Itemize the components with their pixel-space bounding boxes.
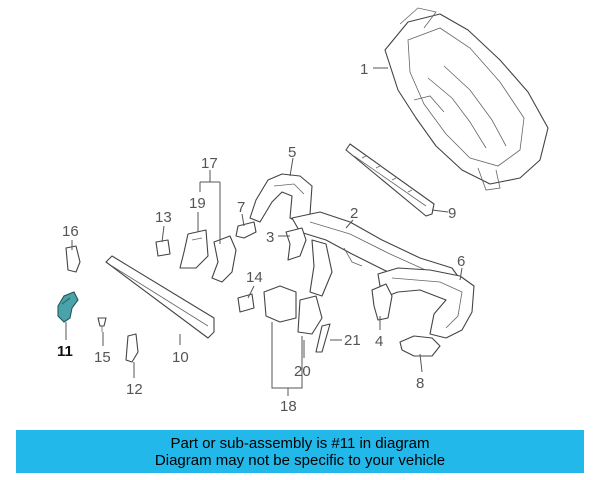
callout-6: 6 — [457, 253, 465, 270]
callout-2: 2 — [350, 205, 358, 222]
callout-16: 16 — [62, 223, 79, 240]
leader-lines — [65, 67, 463, 396]
part-16-clip — [65, 245, 81, 273]
banner-line-2: Diagram may not be specific to your vehi… — [154, 451, 446, 469]
callout-13: 13 — [155, 209, 172, 226]
info-banner: Part or sub-assembly is #11 in diagram D… — [16, 430, 584, 473]
banner-line-1: Part or sub-assembly is #11 in diagram — [170, 434, 430, 452]
callout-14: 14 — [246, 269, 263, 286]
callout-21: 21 — [344, 332, 361, 349]
part-21-strip — [315, 323, 331, 353]
callout-10: 10 — [172, 349, 189, 366]
parts-diagram: 1 2 3 4 5 6 7 8 9 10 11 12 13 14 15 16 1… — [57, 7, 549, 415]
part-9-bar — [345, 143, 435, 217]
part-19-bracket — [179, 229, 209, 269]
callout-labels: 1 2 3 4 5 6 7 8 9 10 11 12 13 14 15 16 1… — [57, 61, 465, 415]
callout-7: 7 — [237, 199, 245, 216]
callout-20: 20 — [294, 363, 311, 380]
part-4-bracket — [371, 283, 393, 321]
callout-4: 4 — [375, 333, 383, 350]
part-1-carrier — [384, 7, 549, 191]
callout-15: 15 — [94, 349, 111, 366]
part-13-clip — [155, 239, 171, 257]
callout-8: 8 — [416, 375, 424, 392]
part-10-bar — [105, 255, 215, 339]
part-3-bracket — [285, 227, 307, 261]
part-12-bracket — [125, 333, 139, 363]
part-6-frame — [377, 267, 475, 339]
callout-18: 18 — [280, 398, 297, 415]
part-17-bracket — [211, 235, 237, 283]
part-15-clip — [97, 317, 107, 332]
callout-1: 1 — [360, 61, 368, 78]
part-18-bracket — [263, 285, 323, 335]
callout-9: 9 — [448, 205, 456, 222]
part-7-clip — [235, 221, 257, 239]
part-14-clip — [237, 293, 255, 313]
callout-17: 17 — [201, 155, 218, 172]
part-5-bracket — [249, 173, 313, 223]
callout-5: 5 — [288, 144, 296, 161]
part-8-bracket — [399, 335, 441, 357]
callout-19: 19 — [189, 195, 206, 212]
callout-3: 3 — [266, 229, 274, 246]
callout-11: 11 — [57, 343, 73, 360]
callout-12: 12 — [126, 381, 143, 398]
part-11-highlighted — [57, 291, 79, 323]
